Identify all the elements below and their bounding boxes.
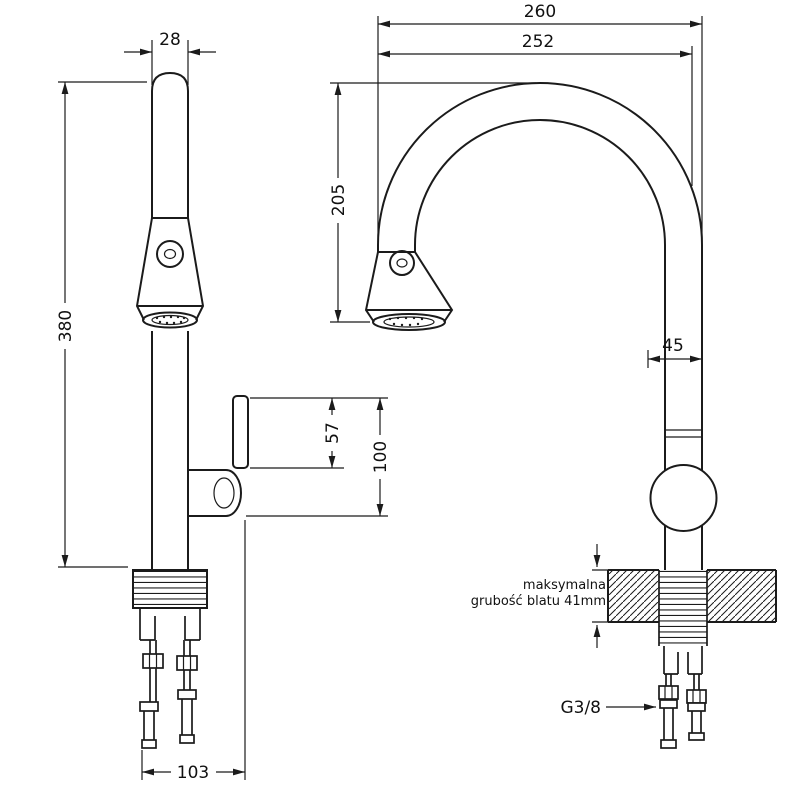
- spray-head-cone: [135, 217, 205, 321]
- dim-label-380: 380: [56, 310, 76, 342]
- hex-nut: [686, 689, 707, 704]
- hex-nut: [142, 653, 164, 669]
- dim-pipe-offset: 45: [647, 336, 702, 368]
- hose-end: [660, 739, 677, 749]
- dim-label-252: 252: [522, 32, 554, 52]
- thread-hatch: [133, 570, 207, 608]
- thread-callout: G3/8: [560, 698, 656, 718]
- hose-fitting: [177, 689, 197, 700]
- thread-label: G3/8: [560, 698, 601, 718]
- spray-head-side: [364, 245, 454, 323]
- dim-label-103: 103: [177, 763, 209, 783]
- dim-body-section-height: 100: [246, 398, 391, 517]
- spray-button: [156, 240, 184, 268]
- dim-lever-height: 57: [250, 397, 388, 469]
- dim-label-100: 100: [371, 441, 391, 473]
- aerator-dots-side: [388, 316, 424, 327]
- aerator-dots: [155, 315, 186, 325]
- aerator-face-side: [372, 313, 446, 331]
- body-pipe: [151, 331, 189, 570]
- dim-label-260: 260: [524, 2, 556, 22]
- valve-body: [188, 469, 242, 517]
- mounting-bracket: [139, 608, 201, 641]
- aerator-inner-ring: [151, 314, 189, 326]
- hose-end: [688, 732, 705, 741]
- threaded-rod: [658, 570, 708, 646]
- countertop-note-line2: grubość blatu 41mm: [471, 594, 606, 609]
- front-view: [132, 71, 249, 749]
- dim-total-height: 380: [55, 81, 147, 568]
- wand-handle: [151, 71, 189, 219]
- aerator-inner-ring-side: [383, 316, 435, 328]
- spray-button-side: [389, 250, 415, 276]
- countertop-hatch-left: [608, 570, 659, 622]
- dim-base-span: 103: [141, 520, 246, 783]
- supply-hose: [181, 699, 193, 735]
- countertop-slab: [607, 569, 777, 623]
- spout-inner-arc: [414, 119, 666, 246]
- spray-button-center-side: [396, 258, 408, 268]
- dim-label-45: 45: [662, 336, 684, 356]
- pipe-collar: [665, 429, 702, 438]
- spout-outer-arc: [377, 82, 703, 246]
- valve-housing: [649, 464, 718, 532]
- countertop-note-line1: maksymalna: [523, 578, 606, 593]
- dim-label-57: 57: [323, 422, 343, 444]
- supply-hose: [663, 708, 674, 740]
- hose-end: [179, 734, 195, 744]
- dim-label-205: 205: [329, 184, 349, 216]
- dimension-annotations: 28 380 57 100 103: [55, 2, 703, 783]
- countertop-thickness-note: maksymalna grubość blatu 41mm: [471, 544, 606, 648]
- mounting-bracket-side: [663, 646, 703, 675]
- countertop-hatch-right: [707, 570, 776, 622]
- hex-nut: [658, 685, 679, 700]
- dim-label-28: 28: [159, 30, 181, 50]
- hose-end: [141, 739, 157, 749]
- supply-hose: [143, 711, 155, 740]
- valve-joint: [213, 477, 235, 509]
- dim-spray-head-width: 28: [124, 30, 216, 85]
- dim-spout-reach-inner: 252: [378, 32, 693, 186]
- hose-fitting: [687, 702, 706, 712]
- hex-nut: [176, 655, 198, 671]
- hose-fitting: [659, 699, 678, 709]
- thread-hatch-side: [659, 570, 707, 646]
- dim-spout-height: 205: [328, 82, 536, 323]
- mounting-studs: [149, 640, 191, 702]
- supply-hose: [691, 711, 702, 733]
- aerator-face: [142, 311, 198, 329]
- side-view: [364, 82, 777, 749]
- threaded-base: [132, 569, 208, 609]
- lever-handle: [232, 395, 249, 469]
- hose-fitting: [139, 701, 159, 712]
- spray-button-center: [163, 248, 177, 260]
